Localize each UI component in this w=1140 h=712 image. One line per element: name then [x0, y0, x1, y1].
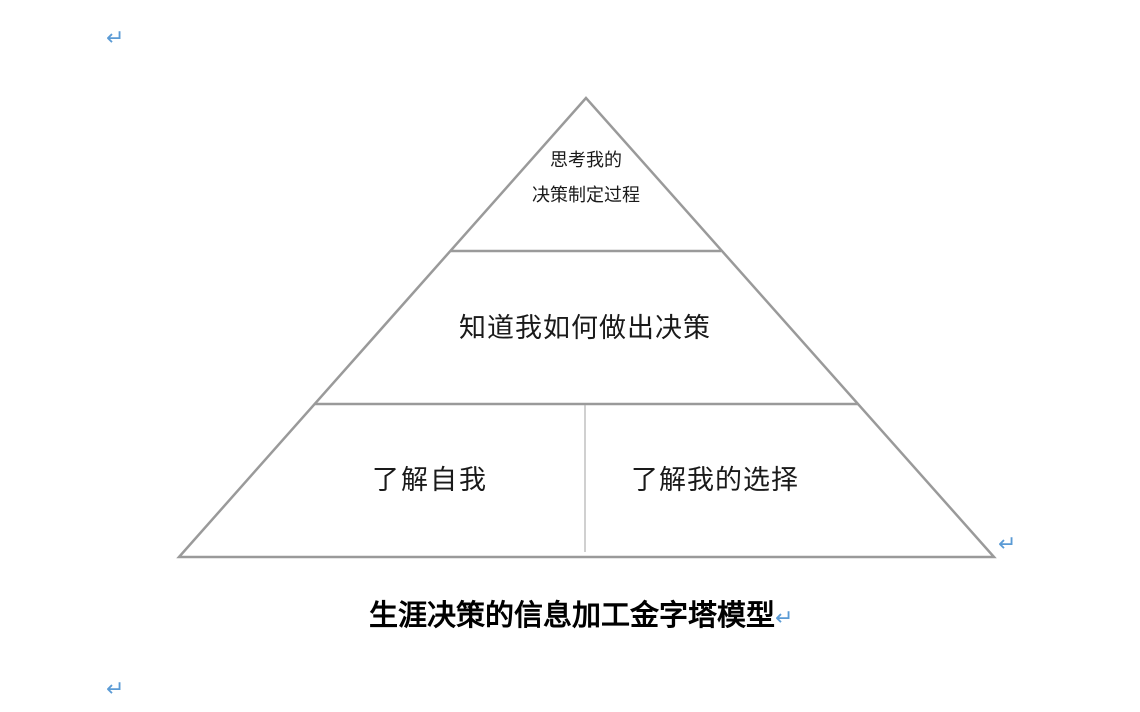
figure-caption: 生涯决策的信息加工金字塔模型↵	[369, 592, 793, 634]
pyramid-bottom-right-label: 了解我的选择	[631, 465, 799, 496]
paragraph-mark-icon: ↵	[106, 677, 125, 702]
paragraph-mark-icon: ↵	[775, 606, 794, 631]
figure-caption-text: 生涯决策的信息加工金字塔模型	[369, 598, 776, 632]
pyramid-middle-label: 知道我如何做出决策	[459, 313, 711, 344]
pyramid-outline	[176, 96, 997, 559]
pyramid-top-label-line1: 思考我的	[550, 150, 622, 171]
pyramid-bottom-left-label: 了解自我	[372, 465, 488, 496]
pyramid-top-label-line2: 决策制定过程	[532, 185, 640, 206]
paragraph-mark-icon: ↵	[998, 532, 1017, 557]
pyramid-top-label: 思考我的 决策制定过程	[486, 143, 686, 213]
paragraph-mark-icon: ↵	[106, 26, 125, 51]
